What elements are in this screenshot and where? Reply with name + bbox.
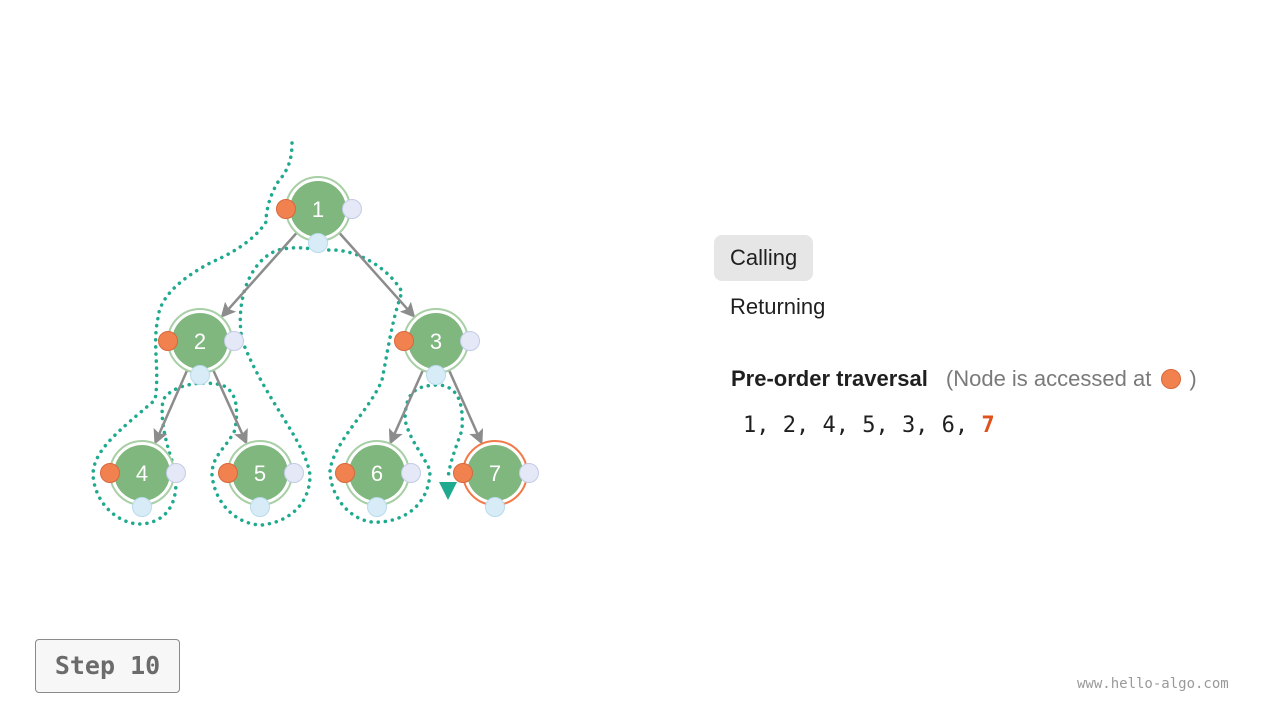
- pre-order-marker: [158, 331, 178, 351]
- node-3: 3: [394, 308, 480, 385]
- node-label: 2: [194, 329, 206, 354]
- node-circle: [467, 445, 523, 501]
- pre-order-marker-icon: [1161, 369, 1182, 389]
- tree-nodes: 1 2 3 4 5 6 7: [100, 176, 539, 517]
- post-order-marker: [284, 463, 304, 483]
- tree-edges: [153, 231, 484, 445]
- watermark: www.hello-algo.com: [1077, 676, 1229, 692]
- sequence-current: 7: [981, 413, 995, 438]
- in-order-marker: [308, 233, 328, 253]
- step-indicator: Step 10: [35, 639, 180, 693]
- sequence-visited: 1, 2, 4, 5, 3, 6,: [743, 413, 982, 438]
- post-order-marker: [401, 463, 421, 483]
- node-label: 5: [254, 461, 266, 486]
- pre-order-marker: [100, 463, 120, 483]
- node-7: 7: [453, 440, 539, 517]
- node-circle: [172, 313, 228, 369]
- node-6: 6: [335, 440, 421, 517]
- path-arrowhead: [439, 482, 457, 500]
- tab-returning[interactable]: Returning: [730, 294, 826, 319]
- pre-order-marker: [453, 463, 473, 483]
- edge-1-3: [337, 231, 416, 318]
- node-5: 5: [218, 440, 304, 517]
- node-4: 4: [100, 440, 186, 517]
- node-2: 2: [158, 308, 244, 385]
- node-circle: [114, 445, 170, 501]
- traversal-sequence: 1, 2, 4, 5, 3, 6, 7: [743, 410, 995, 442]
- legend-title: Pre-order traversal: [731, 366, 928, 391]
- post-order-marker: [166, 463, 186, 483]
- traversal-path: [91, 141, 464, 527]
- node-label: 6: [371, 461, 383, 486]
- in-order-marker: [250, 497, 270, 517]
- in-order-marker: [426, 365, 446, 385]
- node-circle: [349, 445, 405, 501]
- edge-2-5: [211, 368, 248, 445]
- post-order-marker: [224, 331, 244, 351]
- pre-order-marker: [276, 199, 296, 219]
- tab-calling[interactable]: Calling: [714, 235, 814, 281]
- node-circle: [408, 313, 464, 369]
- traversal-legend: Pre-order traversal (Node is accessed at…: [731, 362, 1197, 396]
- edge-3-6: [388, 368, 425, 445]
- edge-2-4: [153, 368, 189, 445]
- node-label: 4: [136, 461, 148, 486]
- binary-tree-diagram: 1 2 3 4 5 6 7: [91, 141, 539, 527]
- post-order-marker: [460, 331, 480, 351]
- post-order-marker: [342, 199, 362, 219]
- node-circle: [232, 445, 288, 501]
- pre-order-marker: [218, 463, 238, 483]
- pre-order-marker: [335, 463, 355, 483]
- in-order-marker: [485, 497, 505, 517]
- legend-note-close: ): [1189, 366, 1197, 391]
- edge-3-7: [447, 368, 484, 445]
- legend-note: (Node is accessed at: [945, 366, 1152, 391]
- node-label: 3: [430, 329, 442, 354]
- pre-order-marker: [394, 331, 414, 351]
- node-1: 1: [276, 176, 362, 253]
- in-order-marker: [132, 497, 152, 517]
- node-circle: [290, 181, 346, 237]
- node-label: 1: [312, 197, 324, 222]
- in-order-marker: [367, 497, 387, 517]
- in-order-marker: [190, 365, 210, 385]
- node-label: 7: [489, 461, 501, 486]
- post-order-marker: [519, 463, 539, 483]
- edge-1-2: [220, 231, 299, 318]
